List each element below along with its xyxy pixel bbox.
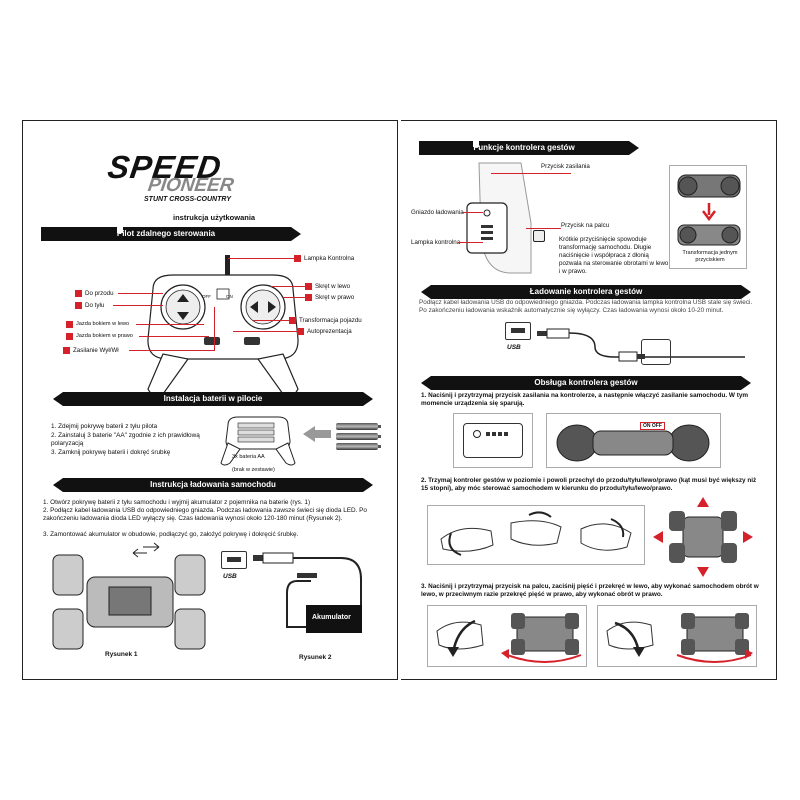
remote-controller-drawing: [147, 255, 299, 397]
charging-step-2: 2. Podłącz kabel ładowania USB do odpowi…: [43, 507, 367, 522]
step2-hand-gestures: [427, 505, 645, 565]
label-forward: Do przodu: [85, 290, 114, 297]
label-indicator-lamp: Lampka kontrolna: [411, 239, 461, 246]
step3-right-turn: [606, 613, 753, 663]
car-battery-figure: [52, 542, 206, 650]
label-indicator: Lampka Kontrolna: [304, 255, 355, 262]
marker-turn-right: [305, 294, 312, 301]
label-backward: Do tyłu: [85, 302, 105, 309]
battery-aa-3: [336, 443, 381, 450]
finger-button-desc: Krótkie przyciśnięcie spowoduje transfor…: [559, 236, 669, 275]
right-page: Funkcje kontrolera gestów Przycisk zasil…: [401, 120, 777, 680]
step1-controller-image: [453, 413, 533, 468]
label-turn-right: Skręt w prawo: [315, 294, 355, 301]
transform-figure: [669, 165, 747, 269]
label-power-button: Przycisk zasilania: [541, 163, 590, 170]
label-finger-button: Przycisk na palcu: [561, 222, 610, 229]
marker-autopresentation: [297, 328, 304, 335]
controller-usb-label: USB: [507, 344, 521, 351]
operation-step-2: 2. Trzymaj kontroler gestów w poziomie i…: [421, 477, 757, 492]
gesture-controller-drawing: [466, 162, 532, 274]
accumulator-label: Akumulator: [312, 614, 351, 621]
battery-step-2: 2. Zainstaluj 3 baterie "AA" zgodnie z i…: [51, 432, 200, 447]
step3-left-turn: [436, 613, 582, 663]
battery-note-1: 3x bateria AA: [232, 454, 265, 460]
charging-step-3: 3. Zamontować akumulator w obudowie, pod…: [43, 531, 299, 538]
marker-indicator: [294, 255, 301, 262]
marker-power: [63, 347, 70, 354]
marker-forward: [75, 290, 82, 297]
charging-section-banner: Instrukcja ładowania samochodu: [53, 478, 373, 492]
controller-usb-port: [505, 322, 531, 340]
controller-charging-text: Podłącz kabel ładowania USB do odpowiedn…: [419, 299, 753, 314]
remote-back-drawing: [220, 416, 296, 466]
battery-aa-2: [336, 433, 381, 440]
figure-1-caption: Rysunek 1: [105, 651, 138, 658]
left-page: SPEED PIONEER STUNT CROSS-COUNTRY instru…: [22, 120, 398, 680]
transform-cars: [677, 174, 741, 246]
battery-step-1: 1. Zdejmij pokrywę baterii z tyłu pilota: [51, 423, 158, 430]
label-turn-left: Skręt w lewo: [315, 283, 351, 290]
charging-step-1: 1. Otwórz pokrywę baterii z tyłu samocho…: [43, 499, 311, 506]
step2-direction-car: [653, 497, 753, 577]
controller-charging-banner: Ładowanie kontrolera gestów: [421, 285, 751, 299]
logo-pioneer: PIONEER: [146, 175, 236, 196]
label-transform: Transformacja pojazdu: [299, 317, 362, 324]
usb-label: USB: [223, 573, 237, 580]
switch-off-label: OFF: [202, 294, 211, 299]
finger-button-icon: [533, 230, 545, 242]
step1-switch-label: ON OFF: [640, 422, 665, 430]
insert-arrow-icon: [303, 426, 331, 442]
operation-banner: Obsługa kontrolera gestów: [421, 376, 751, 390]
brand-logo: SPEED PIONEER STUNT CROSS-COUNTRY: [106, 149, 288, 209]
switch-on-label: ON: [226, 294, 233, 299]
accumulator-box: [306, 605, 362, 633]
operation-step-3: 3. Naciśnij i przytrzymaj przycisk na pa…: [421, 583, 759, 598]
label-power: Zasilanie Wył/Wł: [73, 347, 119, 354]
controller-module: [641, 339, 671, 365]
label-charge-port: Gniazdo ładowania: [411, 209, 464, 216]
marker-turn-left: [305, 283, 312, 290]
battery-aa-1: [336, 423, 381, 430]
label-side-right: Jazda bokiem w prawo: [76, 333, 133, 339]
usb-port-drawing: [221, 551, 247, 569]
usb-cable-drawing: [253, 552, 362, 628]
marker-backward: [75, 302, 82, 309]
step1-car: [556, 424, 710, 462]
battery-note-2: (brak w zestawie): [232, 467, 275, 473]
battery-step-3: 3. Zamknij pokrywę baterii i dokręć śrub…: [51, 449, 171, 456]
marker-transform: [289, 317, 296, 324]
figure-2-caption: Rysunek 2: [299, 654, 332, 661]
logo-tagline: STUNT CROSS-COUNTRY: [144, 196, 231, 203]
step3-left-turn-figure: [427, 605, 587, 667]
step2-hands: [440, 511, 632, 556]
manual-title: instrukcja użytkowania: [173, 213, 256, 222]
gesture-functions-banner: Funkcje kontrolera gestów: [419, 141, 639, 155]
label-side-left: Jazda bokiem w lewo: [76, 321, 130, 327]
step3-right-turn-figure: [597, 605, 757, 667]
transform-caption: Transformacja jednym przyciskiem: [682, 250, 738, 263]
operation-step-1: 1. Naciśnij i przytrzymaj przycisk zasil…: [421, 392, 749, 407]
remote-section-banner: Pilot zdalnego sterowania: [41, 227, 301, 241]
step1-car-image: [546, 413, 721, 468]
battery-section-banner: Instalacja baterii w pilocie: [53, 392, 373, 406]
label-autopresentation: Autoprezentacja: [307, 328, 352, 335]
marker-side-right: [66, 333, 73, 340]
marker-side-left: [66, 321, 73, 328]
